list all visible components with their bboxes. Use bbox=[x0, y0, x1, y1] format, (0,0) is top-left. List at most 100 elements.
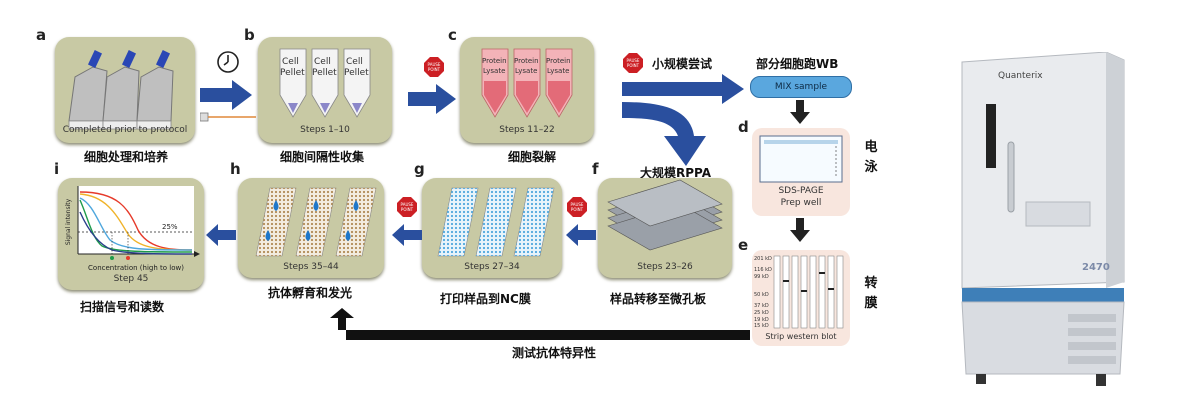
pause-point-text-1: PAUSE bbox=[627, 58, 640, 63]
marker-201: 201 kD bbox=[754, 256, 772, 262]
arrow-e-to-h bbox=[330, 308, 750, 340]
arrow-d-to-e bbox=[790, 218, 810, 242]
marker-99: 99 kD bbox=[754, 274, 769, 280]
panel-cell-collection: Cell Pellet Cell Pellet Cell Pellet Step… bbox=[258, 37, 392, 143]
marker-37: 37 kD bbox=[754, 303, 769, 309]
panel-a-label: 细胞处理和培养 bbox=[84, 150, 169, 164]
panel-signal-readout: Signal intensity 25% Concentration (high… bbox=[58, 178, 204, 290]
signal-xlabel: Concentration (high to low) bbox=[88, 264, 184, 272]
panel-b-caption: Steps 1–10 bbox=[300, 125, 350, 135]
gel-icon bbox=[759, 135, 843, 183]
label-f: f bbox=[592, 160, 599, 178]
mix-sample-badge: MIX sample bbox=[750, 76, 852, 98]
pause-point-icon: PAUSE POINT bbox=[424, 57, 444, 77]
protein-lysate-tubes-icon bbox=[481, 48, 573, 118]
antibody-slides-icon bbox=[255, 187, 377, 257]
label-d: d bbox=[738, 118, 749, 136]
marker-19: 19 kD bbox=[754, 317, 769, 323]
arrow-a-to-b bbox=[200, 80, 252, 110]
partial-wb-label: 部分细胞跑WB bbox=[756, 57, 839, 71]
label-b: b bbox=[244, 26, 255, 44]
pause-point-text-2: POINT bbox=[627, 63, 640, 68]
instrument-cabinet-icon: Quanterix 2470 bbox=[961, 52, 1125, 386]
electrophoresis-label-1: 电 bbox=[864, 140, 878, 155]
tube-c2-text-1: Protein bbox=[514, 57, 539, 65]
culture-flasks-icon bbox=[68, 50, 174, 130]
microplate-stack-icon bbox=[607, 179, 723, 251]
strip-blot-icon bbox=[773, 255, 844, 329]
panel-cell-lysis: Protein Lysate Protein Lysate Protein Ly… bbox=[460, 37, 594, 143]
panel-h-caption: Steps 35–44 bbox=[283, 262, 339, 272]
arrow-b-to-c bbox=[408, 84, 456, 114]
marker-25: 25 kD bbox=[754, 310, 769, 316]
tube-c3-text-2: Lysate bbox=[547, 67, 570, 75]
pause-point-text-1: PAUSE bbox=[401, 202, 414, 207]
panel-f-label: 样品转移至微孔板 bbox=[610, 292, 707, 306]
tube-c1-text-2: Lysate bbox=[483, 67, 506, 75]
pause-point-icon: PAUSE POINT bbox=[397, 197, 417, 217]
strip-western-panel: 201 kD 116 kD 99 kD 50 kD 37 kD 25 kD 19… bbox=[752, 250, 850, 346]
panel-antibody-incubation: Steps 35–44 bbox=[238, 178, 384, 278]
signal-pct: 25% bbox=[162, 223, 178, 231]
electrophoresis-label-2: 泳 bbox=[864, 160, 878, 175]
marker-15: 15 kD bbox=[754, 323, 769, 329]
label-a: a bbox=[36, 26, 47, 44]
arrow-g-to-h bbox=[392, 224, 422, 246]
tube-b3-text-1: Cell bbox=[346, 57, 363, 67]
pause-point-icon: PAUSE POINT bbox=[567, 197, 587, 217]
strip-caption: Strip western blot bbox=[765, 332, 837, 341]
test-antibody-label: 测试抗体特异性 bbox=[512, 346, 597, 360]
tube-c2-text-2: Lysate bbox=[515, 67, 538, 75]
transfer-label-2: 膜 bbox=[864, 296, 878, 311]
panel-c-caption: Steps 11–22 bbox=[499, 125, 555, 135]
label-i: i bbox=[54, 160, 60, 178]
label-e: e bbox=[738, 236, 749, 254]
panel-g-caption: Steps 27–34 bbox=[464, 262, 520, 272]
tube-b2-text-2: Pellet bbox=[312, 68, 337, 78]
large-scale-label: 大规模RPPA bbox=[640, 166, 712, 180]
tube-b1-text-1: Cell bbox=[282, 57, 299, 67]
tube-b3-text-2: Pellet bbox=[344, 68, 369, 78]
cell-pellet-tubes-icon bbox=[279, 48, 371, 118]
panel-h-label: 抗体孵育和发光 bbox=[268, 286, 353, 300]
small-scale-label: 小规模尝试 bbox=[652, 57, 713, 71]
pipette-icon bbox=[200, 112, 256, 122]
panel-g-label: 打印样品到NC膜 bbox=[440, 292, 531, 306]
tube-b1-text-2: Pellet bbox=[280, 68, 305, 78]
mix-sample-text: MIX sample bbox=[774, 82, 828, 92]
arrow-c-to-large-scale bbox=[622, 102, 706, 166]
panel-plate-transfer: Steps 23–26 bbox=[598, 178, 732, 278]
tube-c1-text-1: Protein bbox=[482, 57, 507, 65]
pause-point-text-2: POINT bbox=[428, 67, 441, 72]
arrow-mix-to-d bbox=[790, 100, 810, 124]
nc-slides-icon bbox=[437, 187, 555, 257]
tube-c3-text-1: Protein bbox=[546, 57, 571, 65]
arrow-h-to-i bbox=[206, 224, 236, 246]
panel-print-nc: Steps 27–34 bbox=[422, 178, 562, 278]
sds-page-panel: SDS-PAGE Prep well bbox=[752, 128, 850, 216]
panel-b-label: 细胞间隔性收集 bbox=[280, 150, 365, 164]
label-h: h bbox=[230, 160, 241, 178]
clock-icon bbox=[217, 51, 239, 73]
arrow-f-to-g bbox=[566, 224, 596, 246]
label-c: c bbox=[448, 26, 457, 44]
pause-point-text-1: PAUSE bbox=[571, 202, 584, 207]
panel-i-caption: Step 45 bbox=[113, 274, 149, 284]
pause-point-text-2: POINT bbox=[401, 207, 414, 212]
panel-f-caption: Steps 23–26 bbox=[637, 262, 693, 272]
panel-cell-culture: Completed prior to protocol bbox=[55, 37, 195, 143]
panel-a-caption: Completed prior to protocol bbox=[62, 125, 188, 135]
transfer-label-1: 转 bbox=[864, 276, 878, 291]
sds-line-1: SDS-PAGE bbox=[778, 186, 824, 196]
instrument-model: 2470 bbox=[1082, 262, 1110, 273]
tube-b2-text-1: Cell bbox=[314, 57, 331, 67]
label-g: g bbox=[414, 160, 425, 178]
signal-curve-plot: Signal intensity 25% Concentration (high… bbox=[65, 186, 200, 272]
instrument-brand: Quanterix bbox=[998, 71, 1043, 81]
pause-point-icon: PAUSE POINT bbox=[623, 53, 643, 73]
marker-116: 116 kD bbox=[754, 267, 772, 273]
panel-i-label: 扫描信号和读数 bbox=[80, 300, 165, 314]
pause-point-text-1: PAUSE bbox=[428, 62, 441, 67]
marker-50: 50 kD bbox=[754, 292, 769, 298]
signal-ylabel: Signal intensity bbox=[65, 198, 72, 245]
